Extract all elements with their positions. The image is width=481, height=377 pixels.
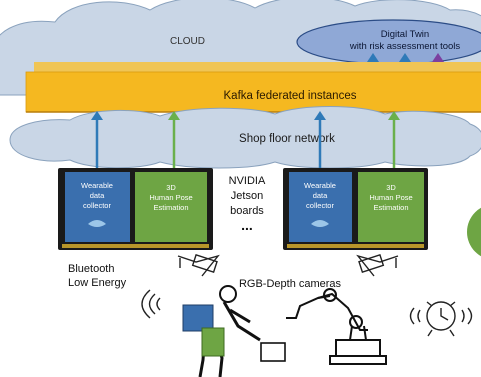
board-arrow-green-right xyxy=(388,111,400,172)
left-module1-line2: data xyxy=(90,191,105,200)
left-module1-logo xyxy=(88,220,106,227)
digital-twin-subtitle: with risk assessment tools xyxy=(349,41,461,52)
left-module1-line3: collector xyxy=(83,201,111,210)
board-arrow-blue-left xyxy=(91,111,103,172)
package-box xyxy=(260,342,286,362)
right-module2-line2: Human Pose xyxy=(369,193,412,202)
alarm-clock-icon xyxy=(409,301,473,337)
bluetooth-line1: Bluetooth xyxy=(68,263,114,275)
network-label: Shop floor network xyxy=(239,133,335,145)
digital-twin-title: Digital Twin xyxy=(381,29,429,40)
left-module2-line1: 3D xyxy=(166,183,176,192)
jetson-label-line2: Jetson xyxy=(231,190,263,202)
jetson-ellipsis: ... xyxy=(241,217,253,233)
jetson-label-line3: boards xyxy=(230,205,264,217)
robot-arm xyxy=(286,288,387,365)
right-module1-line1: Wearable xyxy=(304,181,336,190)
right-module1-line2: data xyxy=(313,191,328,200)
jetson-label-line1: NVIDIA xyxy=(229,175,266,187)
right-module2-line1: 3D xyxy=(386,183,396,192)
network-cloud xyxy=(9,106,481,169)
camera-icon-left xyxy=(177,253,220,277)
board-arrow-blue-right xyxy=(314,111,326,172)
bluetooth-line2: Low Energy xyxy=(68,277,127,289)
right-module1-logo xyxy=(311,220,329,227)
green-node-partial xyxy=(467,207,481,257)
cameras-label: RGB-Depth cameras xyxy=(239,278,342,290)
cloud-label: CLOUD xyxy=(170,36,205,47)
board-arrow-green-left xyxy=(168,111,180,172)
jetson-board-left xyxy=(58,168,213,250)
worker-figure xyxy=(182,285,261,377)
kafka-label: Kafka federated instances xyxy=(224,90,357,102)
camera-icon-right xyxy=(356,253,399,277)
wireless-signal-icon xyxy=(141,289,161,319)
left-module2-line2: Human Pose xyxy=(149,193,192,202)
right-module1-line3: collector xyxy=(306,201,334,210)
right-module2-line3: Estimation xyxy=(373,203,408,212)
left-module2-line3: Estimation xyxy=(153,203,188,212)
jetson-board-right xyxy=(283,168,428,250)
left-module1-line1: Wearable xyxy=(81,181,113,190)
